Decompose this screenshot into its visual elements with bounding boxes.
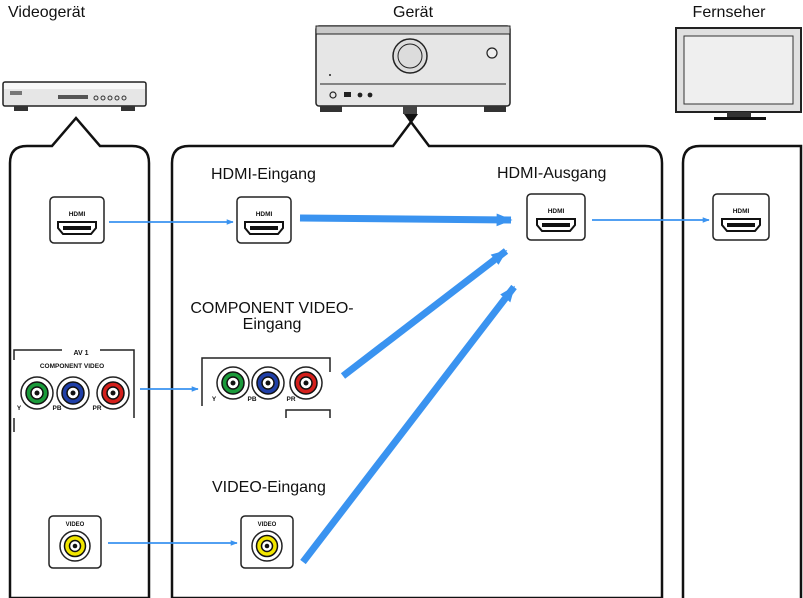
hdmi-jack-output: HDMI — [526, 193, 586, 241]
video-jack-label: VIDEO — [258, 522, 277, 528]
tv-label: Fernseher — [692, 4, 766, 21]
hdmi-output-label: HDMI-Ausgang — [497, 165, 607, 182]
arrow-video-to-hdmi-output — [300, 284, 517, 565]
hdmi-jack-label: HDMI — [256, 211, 273, 218]
component-video-label: COMPONENT VIDEO — [40, 363, 104, 370]
pb-label: PB — [247, 396, 256, 403]
component-jacks-source: AV 1 COMPONENT VIDEO Y PB PR — [13, 349, 135, 432]
av-receiver-device — [315, 25, 511, 124]
pr-label: PR — [286, 396, 295, 403]
video-player-device — [2, 81, 147, 111]
pb-label: PB — [52, 405, 61, 412]
y-label: Y — [17, 405, 22, 412]
video-jack-label: VIDEO — [66, 522, 85, 528]
tv-device — [675, 27, 802, 120]
component-jacks-input: Y PB PR — [201, 357, 331, 418]
av1-label: AV 1 — [73, 350, 88, 357]
arrow-hdmi-input-to-output — [299, 213, 513, 227]
video-jack-input: VIDEO — [240, 515, 294, 569]
hdmi-jack-label: HDMI — [733, 208, 750, 215]
unit-label: Gerät — [392, 4, 434, 21]
video-input-label: VIDEO-Eingang — [212, 479, 326, 496]
pr-label: PR — [92, 405, 101, 412]
hdmi-jack-tv: HDMI — [712, 193, 770, 241]
hdmi-jack-label: HDMI — [69, 211, 86, 218]
hdmi-jack-source: HDMI — [49, 196, 105, 244]
hdmi-input-label: HDMI-Eingang — [211, 166, 316, 183]
hdmi-jack-input: HDMI — [236, 196, 292, 244]
video-device-label: Videogerät — [8, 4, 86, 21]
y-label: Y — [212, 396, 217, 403]
hdmi-jack-label: HDMI — [548, 208, 565, 215]
component-input-label-line1: COMPONENT VIDEO- — [190, 300, 354, 317]
unit-panel — [170, 119, 664, 598]
video-device-panel — [8, 116, 151, 598]
video-jack-source: VIDEO — [48, 515, 102, 569]
component-input-label: COMPONENT VIDEO- Eingang — [190, 301, 353, 333]
tv-panel — [681, 144, 803, 598]
component-input-label-line2: Eingang — [242, 316, 302, 333]
arrow-component-to-hdmi-output — [340, 248, 509, 379]
